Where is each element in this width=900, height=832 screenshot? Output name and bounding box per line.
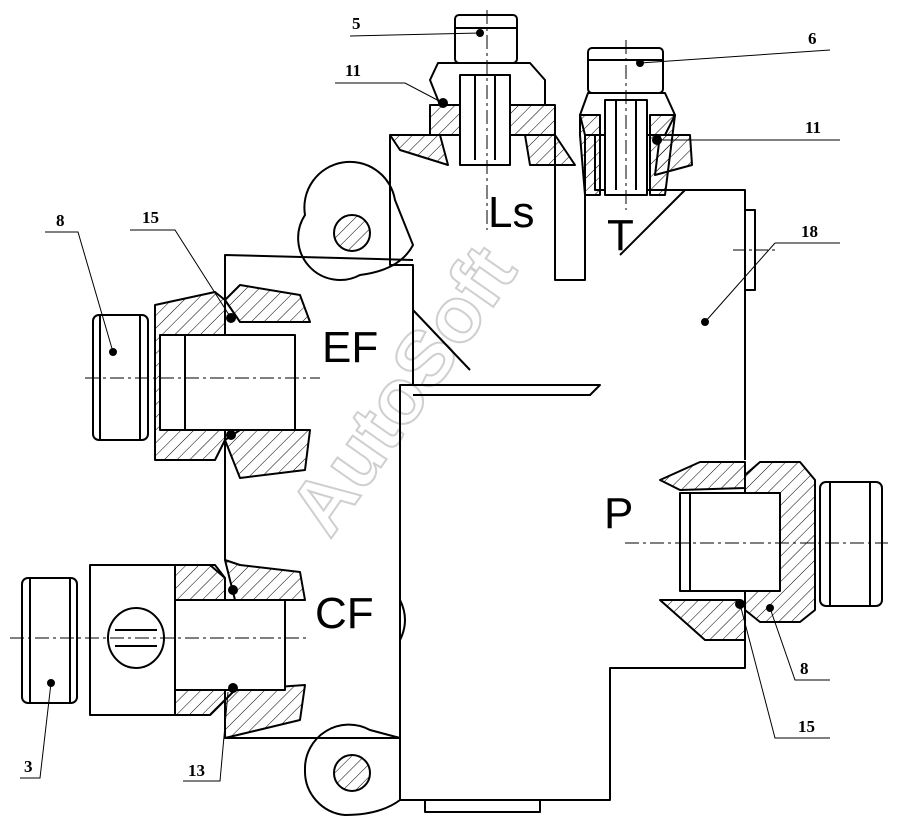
- callout-5: 5: [352, 14, 361, 33]
- callout-3: 3: [24, 757, 33, 776]
- mounting-ear-bottom: [303, 723, 401, 816]
- ls-fitting: [429, 14, 556, 166]
- leader-13: [183, 691, 229, 782]
- hatch-cf-upper: [224, 559, 306, 601]
- leader-15a: [130, 229, 232, 319]
- leader-6: [639, 49, 831, 64]
- port-label-ls: Ls: [488, 188, 534, 237]
- callout-8-left: 8: [56, 211, 65, 230]
- callout-11-right: 11: [805, 118, 821, 137]
- cf-fitting: [21, 564, 286, 716]
- t-port-diagonal: [619, 189, 686, 256]
- ef-fitting: [92, 291, 296, 461]
- leader-15b: [739, 603, 830, 739]
- port-label-p: P: [604, 489, 633, 538]
- callout-15-right: 15: [798, 717, 815, 736]
- callout-6: 6: [808, 29, 817, 48]
- callout-8-right: 8: [800, 659, 809, 678]
- p-fitting: [679, 461, 883, 623]
- hatch-p-upper: [659, 461, 746, 491]
- hatch-ef-upper: [224, 284, 311, 323]
- hatch-ef-lower: [224, 429, 311, 479]
- callout-11-top: 11: [345, 61, 361, 80]
- bottom-plate: [424, 799, 541, 813]
- port-label-cf: CF: [315, 589, 374, 638]
- hatch-cf-lower: [224, 684, 306, 739]
- port-label-t: T: [607, 211, 634, 260]
- leader-18: [704, 242, 840, 323]
- hatch-p-lower: [659, 599, 746, 641]
- mounting-ear-top: [297, 160, 414, 281]
- hatch-top-left: [389, 134, 449, 166]
- callout-13: 13: [188, 761, 205, 780]
- leader-8a: [45, 231, 114, 353]
- callout-18: 18: [801, 222, 818, 241]
- t-fitting: [579, 47, 676, 196]
- hatch-top-mid: [524, 134, 576, 166]
- leader-8b: [769, 607, 830, 681]
- watermark: AutoSoft: [272, 230, 533, 550]
- leader-3: [20, 682, 52, 779]
- leader-5: [349, 32, 481, 37]
- port-label-ef: EF: [322, 323, 378, 372]
- callout-15-left: 15: [142, 208, 159, 227]
- leader-11a: [335, 82, 444, 104]
